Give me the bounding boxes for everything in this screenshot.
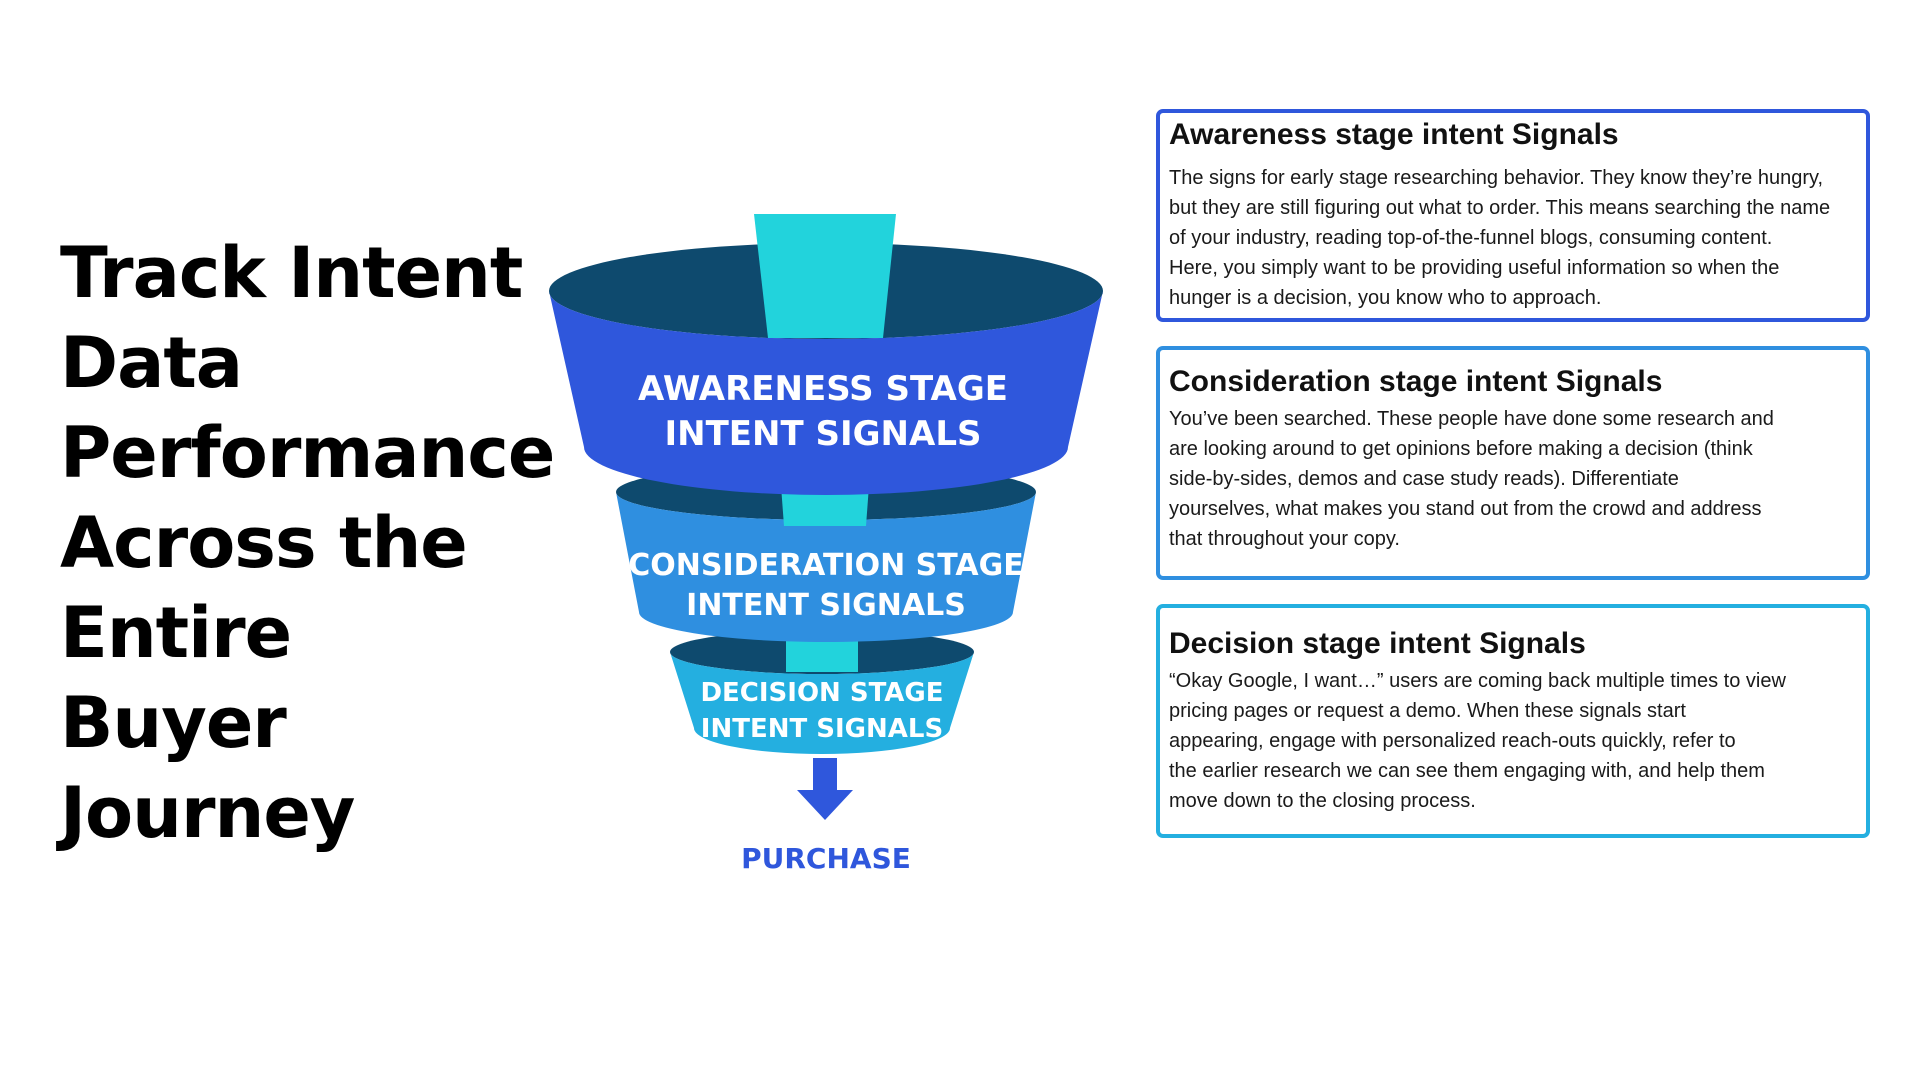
decision-signals-card: Decision stage intent Signals “Okay Goog… xyxy=(1156,604,1870,838)
awareness-stripe xyxy=(754,214,896,338)
awareness-signals-card: Awareness stage intent Signals The signs… xyxy=(1156,109,1870,322)
decision-stripe xyxy=(786,639,858,672)
decision-label-line2: INTENT SIGNALS xyxy=(701,714,943,744)
consideration-band xyxy=(616,492,1036,642)
awareness-card-title: Awareness stage intent Signals xyxy=(1169,118,1619,151)
decision-stage-tier: DECISION STAGE INTENT SIGNALS xyxy=(670,630,974,754)
consideration-card-body: You’ve been searched. These people have … xyxy=(1169,408,1774,550)
awareness-label-line2: INTENT SIGNALS xyxy=(665,414,982,454)
decision-card-body: “Okay Google, I want…” users are coming … xyxy=(1169,670,1786,812)
purchase-label: PURCHASE xyxy=(741,842,911,875)
page-title: Track Intent Data Performance Across the… xyxy=(60,232,555,854)
decision-band xyxy=(670,652,974,754)
awareness-card-body: The signs for early stage researching be… xyxy=(1169,167,1831,309)
consideration-card-title: Consideration stage intent Signals xyxy=(1169,365,1663,398)
consideration-signals-card: Consideration stage intent Signals You’v… xyxy=(1156,346,1870,580)
awareness-label-line1: AWARENESS STAGE xyxy=(638,369,1008,409)
consideration-label-line1: CONSIDERATION STAGE xyxy=(628,548,1024,583)
decision-label-line1: DECISION STAGE xyxy=(700,678,943,708)
consideration-label-line2: INTENT SIGNALS xyxy=(686,588,966,623)
awareness-stage-tier: AWARENESS STAGE INTENT SIGNALS xyxy=(549,214,1103,495)
decision-card-title: Decision stage intent Signals xyxy=(1169,627,1586,660)
awareness-band xyxy=(549,291,1103,495)
down-arrow-icon xyxy=(797,758,853,820)
